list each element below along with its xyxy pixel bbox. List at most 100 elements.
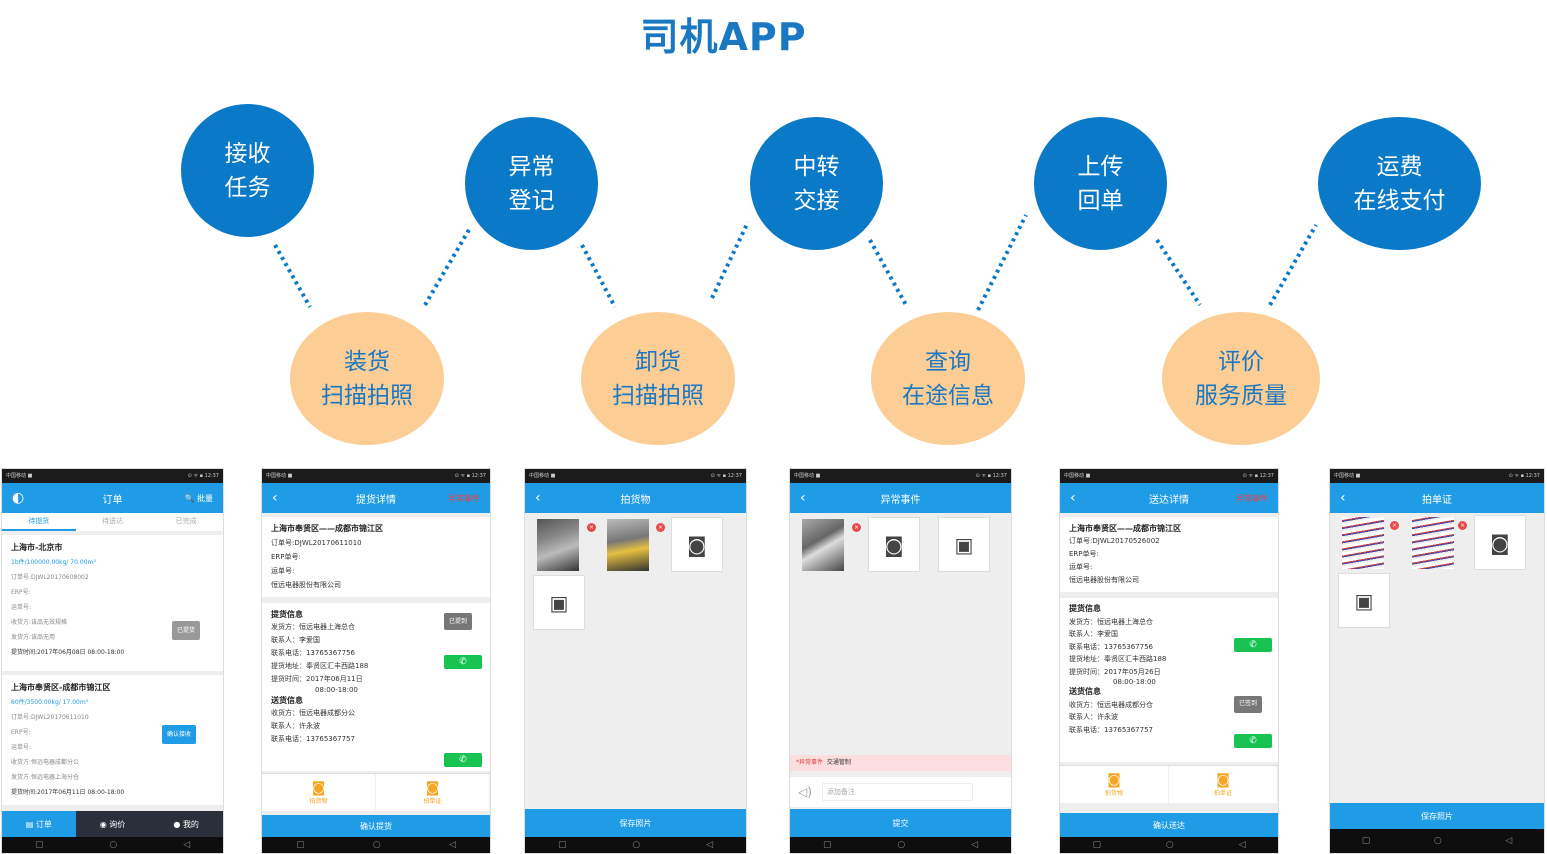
pickup-line: 08:00-18:00 <box>1113 678 1156 686</box>
circle-icon[interactable]: ○ <box>1433 836 1442 846</box>
exception-event-button[interactable]: 异常事件 <box>448 493 480 503</box>
call-phone-icon[interactable]: ✆ <box>1234 638 1272 652</box>
delete-icon[interactable]: × <box>1458 521 1467 530</box>
gallery-icon[interactable]: ▣ <box>533 575 585 630</box>
square-icon[interactable]: ▢ <box>34 840 44 850</box>
event-type-row[interactable]: *异常事件 交通管制 <box>790 755 1011 771</box>
save-photo-button[interactable]: 保存照片 <box>525 809 746 837</box>
nav-orders[interactable]: ▤ 订单 <box>2 811 76 837</box>
back-icon[interactable]: ‹ <box>1340 490 1346 506</box>
call-phone-icon[interactable]: ✆ <box>444 753 482 767</box>
photo-goods-button[interactable]: ◙拍货物 <box>262 774 376 811</box>
camera-icon[interactable]: ◙ <box>1474 515 1526 570</box>
delete-icon[interactable]: × <box>852 523 861 532</box>
phone-pickup-detail: 中国移动 ■⊙ ᯤ ▪ 12:37 ‹ 提货详情 异常事件 上海市奉贤区——成都… <box>261 468 491 854</box>
step-query-transit: 查询在途信息 <box>871 312 1025 445</box>
order-erp: ERP号: <box>11 729 31 736</box>
pickup-line: 发货方：恒远电器上海总仓 <box>271 623 355 631</box>
back-triangle-icon[interactable]: ◁ <box>1238 840 1246 850</box>
status-bar: 中国移动 ■⊙ ᯤ ▪ 12:37 <box>2 469 223 483</box>
system-navbar: ▢ ○ ◁ <box>790 837 1011 853</box>
back-icon[interactable]: ‹ <box>535 490 541 506</box>
note-input[interactable]: 添加备注 <box>821 783 973 801</box>
status-bar: 中国移动 ■⊙ ᯤ ▪ 12:37 <box>262 469 490 483</box>
back-triangle-icon[interactable]: ◁ <box>706 840 714 850</box>
circle-icon[interactable]: ○ <box>1165 840 1174 850</box>
photo-actions: ◙拍货物 ◙拍单证 <box>1060 765 1278 803</box>
system-navbar: ▢ ○ ◁ <box>1060 837 1278 853</box>
submit-button[interactable]: 提交 <box>790 809 1011 837</box>
pickup-delivery-info: 提货信息 发货方：恒远电器上海总仓 联系人：李爱国 联系电话：137653677… <box>262 603 490 771</box>
delivery-line: 联系电话：13765367757 <box>1069 725 1153 734</box>
pickup-line: 联系人：李爱国 <box>271 636 320 644</box>
square-icon[interactable]: ▢ <box>1092 840 1101 850</box>
square-icon[interactable]: ▢ <box>1361 836 1371 846</box>
nav-profile[interactable]: ● 我的 <box>173 819 199 829</box>
call-phone-icon[interactable]: ✆ <box>444 655 482 669</box>
back-icon[interactable]: ‹ <box>1070 490 1076 506</box>
save-photo-button[interactable]: 保存照片 <box>1330 803 1544 829</box>
confirm-delivery-button[interactable]: 确认送达 <box>1060 813 1278 837</box>
delete-icon[interactable]: × <box>656 523 665 532</box>
delete-icon[interactable]: × <box>1390 521 1399 530</box>
order-number: 订单号:DJWL20170611010 <box>271 539 362 547</box>
order-sender: 发货方:该品无用 <box>11 634 56 641</box>
status-badge: 已签到 <box>1234 696 1263 713</box>
goods-photo[interactable] <box>537 519 579 571</box>
circle-icon[interactable]: ○ <box>109 840 118 850</box>
photo-goods-button[interactable]: ◙拍货物 <box>1060 766 1169 803</box>
tab-pending-pickup[interactable]: 待提货 <box>2 513 76 531</box>
photo-docs-button[interactable]: ◙拍单证 <box>1169 766 1278 803</box>
event-label: *异常事件 <box>796 759 824 766</box>
app-bar: ‹ 拍货物 <box>525 483 746 513</box>
phone-photo-docs: 中国移动 ■⊙ ᯤ ▪ 12:37 ‹ 拍单证 × × ◙ ▣ 保存照片 ▢○◁ <box>1329 468 1545 854</box>
tab-completed[interactable]: 已完成 <box>175 517 197 525</box>
search-batch-button[interactable]: 🔍 批量 <box>184 493 213 503</box>
square-icon[interactable]: ▢ <box>296 840 305 850</box>
step-online-payment: 运费在线支付 <box>1318 117 1481 250</box>
confirm-pickup-button[interactable]: 确认提货 <box>262 815 490 837</box>
circle-icon[interactable]: ○ <box>632 840 641 850</box>
goods-photo[interactable] <box>607 519 649 571</box>
app-bar: ‹ 异常事件 <box>790 483 1011 513</box>
camera-icon[interactable]: ◙ <box>868 517 920 572</box>
user-icon: ● <box>173 819 183 829</box>
order-waybill: 运单号: <box>271 567 295 575</box>
pickup-delivery-info: 提货信息 发货方：恒远电器上海总仓 联系人：李爱国 联系电话：137653677… <box>1060 598 1278 762</box>
circle-icon[interactable]: ○ <box>897 840 906 850</box>
step-exception-register: 异常登记 <box>465 117 598 250</box>
gallery-icon[interactable]: ▣ <box>938 517 990 572</box>
call-phone-icon[interactable]: ✆ <box>1234 734 1272 748</box>
back-triangle-icon[interactable]: ◁ <box>1505 836 1513 846</box>
order-card[interactable]: 上海市奉贤区-成都市锦江区 60件/3500.00kg/ 17.00m³ 订单号… <box>2 675 223 805</box>
document-photo[interactable] <box>1342 517 1384 569</box>
voice-icon[interactable]: ◁) <box>798 785 812 799</box>
back-icon[interactable]: ‹ <box>272 490 278 506</box>
square-icon[interactable]: ▢ <box>822 840 832 850</box>
camera-icon[interactable]: ◙ <box>671 517 723 572</box>
gallery-icon[interactable]: ▣ <box>1338 573 1390 628</box>
square-icon[interactable]: ▢ <box>557 840 567 850</box>
delivery-heading: 送货信息 <box>1069 687 1101 696</box>
back-triangle-icon[interactable]: ◁ <box>448 840 456 850</box>
back-triangle-icon[interactable]: ◁ <box>183 840 191 850</box>
camera-icon: ◙ <box>1107 772 1121 788</box>
delete-icon[interactable]: × <box>587 523 596 532</box>
pickup-line: 提货时间：2017年06月11日 <box>271 675 363 683</box>
nav-quote[interactable]: ◉ 询价 <box>99 819 126 829</box>
document-photo[interactable] <box>1412 517 1454 569</box>
photo-docs-button[interactable]: ◙拍单证 <box>376 774 490 811</box>
page-title: 司机APP <box>640 15 807 59</box>
order-route: 上海市奉贤区-成都市锦江区 <box>11 683 111 692</box>
confirm-receive-button[interactable]: 确认接收 <box>162 725 197 744</box>
back-triangle-icon[interactable]: ◁ <box>971 840 979 850</box>
back-icon[interactable]: ‹ <box>800 490 806 506</box>
order-card[interactable]: 上海市-北京市 1b件/100000.00kg/ 70.00m³ 订单号:DJW… <box>2 535 223 671</box>
tab-pending-delivery[interactable]: 待送达 <box>102 517 123 525</box>
exception-photo[interactable] <box>802 519 844 571</box>
exception-event-button[interactable]: 异常事件 <box>1236 493 1268 503</box>
step-loading-scan: 装货扫描拍照 <box>290 312 444 445</box>
camera-icon: ◙ <box>311 780 326 796</box>
circle-icon[interactable]: ○ <box>372 840 381 850</box>
